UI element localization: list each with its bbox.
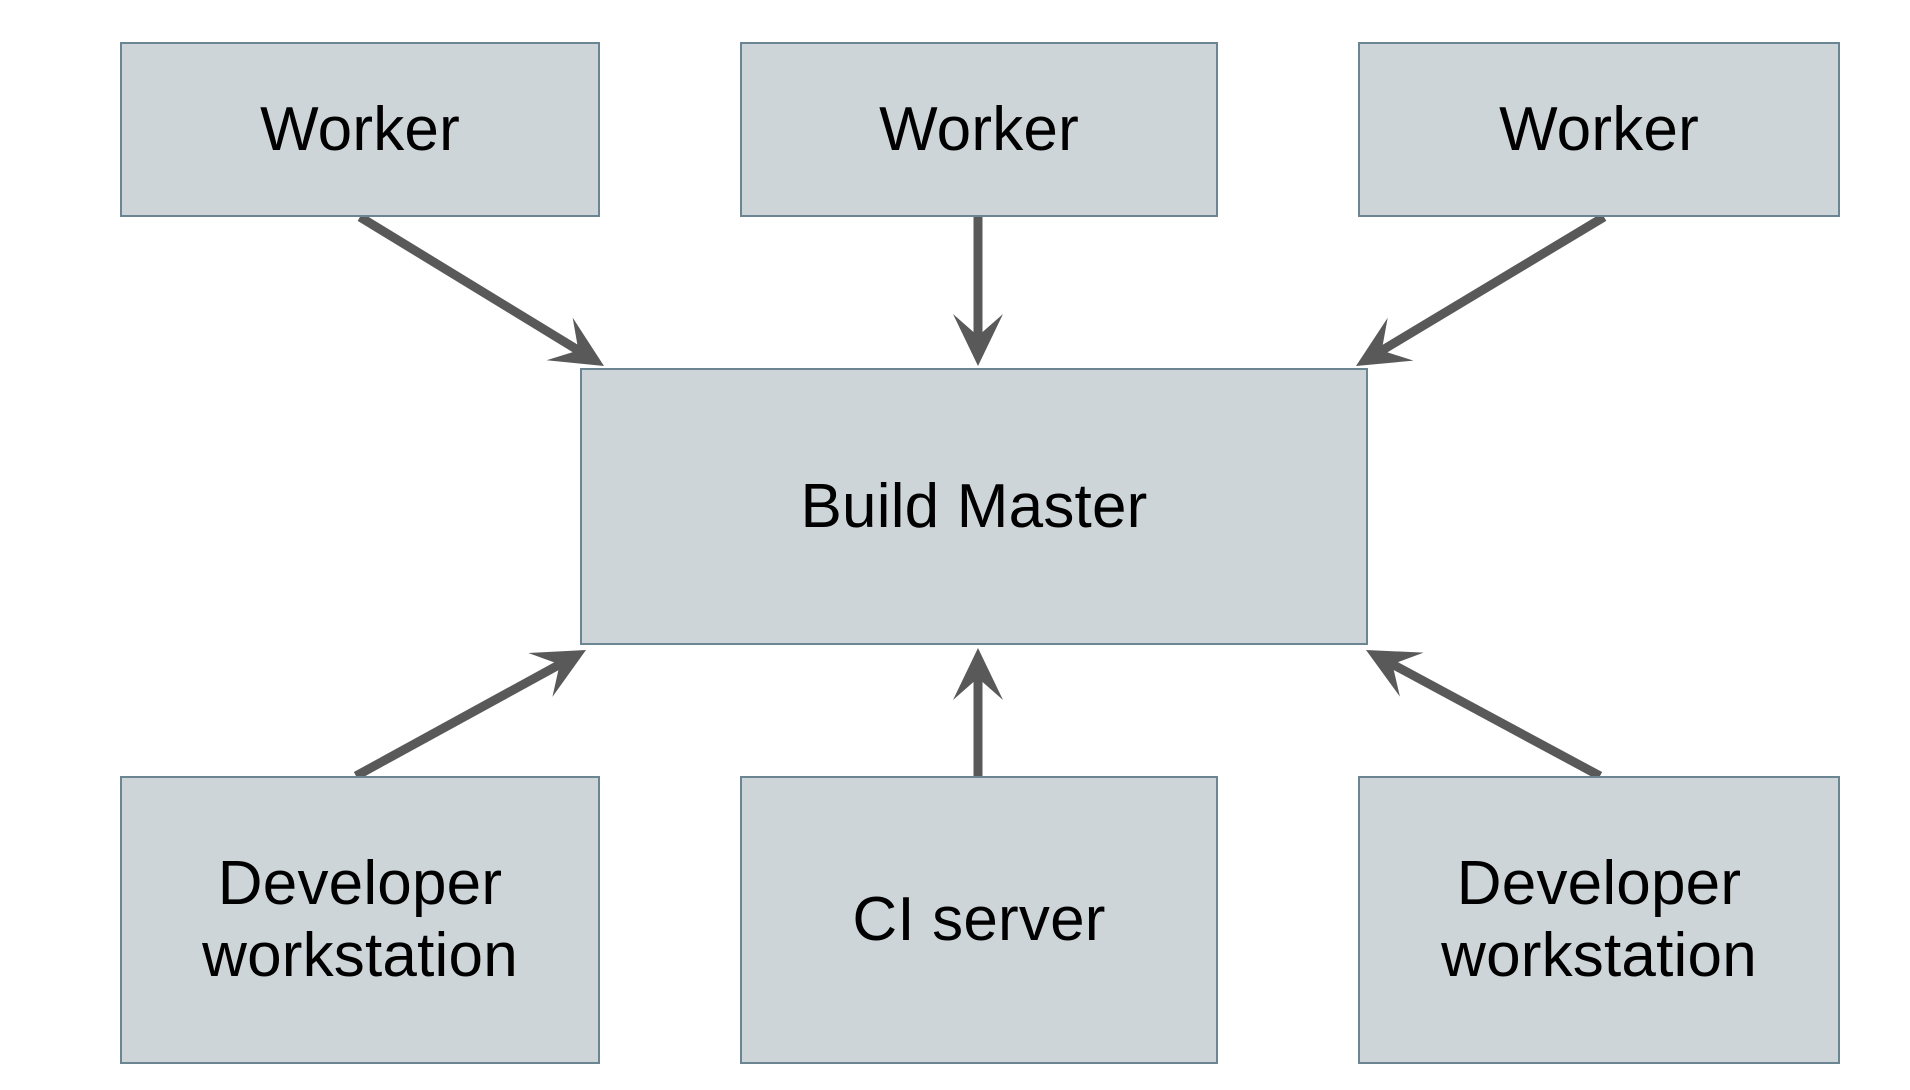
edge-worker-left-to-master bbox=[357, 213, 604, 366]
arrowhead bbox=[528, 650, 586, 697]
node-worker-left[interactable]: Worker bbox=[120, 42, 600, 217]
node-developer-workstation-right-label: Developer workstation bbox=[1441, 849, 1757, 990]
edge-worker-middle-to-master bbox=[953, 217, 1003, 366]
node-worker-middle-label: Worker bbox=[879, 94, 1079, 164]
edge-dev-right-to-master bbox=[1366, 650, 1603, 780]
arrowhead bbox=[1366, 650, 1424, 697]
node-ci-server[interactable]: CI server bbox=[740, 776, 1218, 1064]
arrowhead bbox=[953, 648, 1003, 700]
node-worker-left-label: Worker bbox=[260, 94, 460, 164]
node-worker-right-label: Worker bbox=[1499, 94, 1699, 164]
node-worker-right[interactable]: Worker bbox=[1358, 42, 1840, 217]
node-ci-server-label: CI server bbox=[852, 885, 1106, 955]
node-developer-workstation-left[interactable]: Developer workstation bbox=[120, 776, 600, 1064]
node-worker-middle[interactable]: Worker bbox=[740, 42, 1218, 217]
node-build-master-label: Build Master bbox=[800, 471, 1148, 541]
arrowhead bbox=[1356, 317, 1414, 366]
node-developer-workstation-right[interactable]: Developer workstation bbox=[1358, 776, 1840, 1064]
arrowhead bbox=[953, 314, 1003, 366]
node-build-master[interactable]: Build Master bbox=[580, 368, 1368, 645]
edge-dev-left-to-master bbox=[353, 650, 586, 780]
node-developer-workstation-left-label: Developer workstation bbox=[202, 849, 518, 990]
edge-ci-to-master bbox=[953, 648, 1003, 776]
edge-worker-right-to-master bbox=[1356, 213, 1607, 366]
arrowhead bbox=[546, 317, 604, 366]
